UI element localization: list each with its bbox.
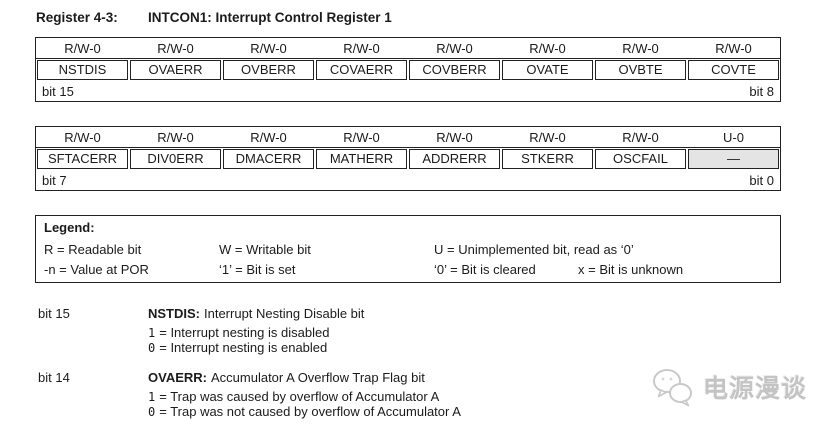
value-text: = Trap was caused by overflow of Accumul…: [159, 389, 440, 404]
bit-function-text: Interrupt Nesting Disable bit: [204, 306, 365, 321]
legend-bit-set: ‘1’ = Bit is set: [219, 262, 296, 277]
bit-value-0-meaning: 0= Interrupt nesting is enabled: [148, 340, 327, 355]
bit-name-cell: MATHERR: [316, 149, 407, 169]
legend-unimplemented-bit: U = Unimplemented bit, read as ‘0’: [434, 242, 634, 257]
legend-title: Legend:: [44, 220, 95, 235]
bit-type-cell: U-0: [723, 129, 744, 145]
bit-name-cell: ADDRERR: [409, 149, 500, 169]
bit-name-cell: OVBERR: [223, 60, 314, 80]
bit-type-cell: R/W-0: [250, 129, 287, 145]
bit-type-cell: R/W-0: [343, 129, 380, 145]
bit-description-heading: OVAERR:Accumulator A Overflow Trap Flag …: [148, 370, 425, 385]
value-text: = Trap was not caused by overflow of Acc…: [159, 404, 461, 419]
bit-name-cell: DMACERR: [223, 149, 314, 169]
bit-type-cell: R/W-0: [64, 129, 101, 145]
bit-name-cell: DIV0ERR: [130, 149, 221, 169]
bit-type-cell: R/W-0: [436, 129, 473, 145]
bit-name-cell: OSCFAIL: [595, 149, 686, 169]
bit-range-left-label: bit 7: [42, 172, 67, 188]
watermark-text: 电源漫谈: [703, 374, 808, 403]
bit-function-text: Accumulator A Overflow Trap Flag bit: [210, 370, 425, 385]
bit-mnemonic: OVAERR:: [148, 370, 207, 385]
bit-type-cell: R/W-0: [157, 129, 194, 145]
bit-type-cell: R/W-0: [436, 40, 473, 56]
value-digit: 0: [148, 341, 156, 355]
bit-type-row: R/W-0 R/W-0 R/W-0 R/W-0 R/W-0 R/W-0 R/W-…: [36, 127, 780, 148]
bit-range-row: bit 15 bit 8: [36, 81, 780, 101]
value-digit: 0: [148, 405, 156, 419]
bit-name-cell: OVATE: [502, 60, 593, 80]
legend-value-at-por: -n = Value at POR: [44, 262, 149, 277]
legend-readable-bit: R = Readable bit: [44, 242, 142, 257]
bit-mnemonic: NSTDIS:: [148, 306, 200, 321]
bit-description-heading: NSTDIS: Interrupt Nesting Disable bit: [148, 306, 364, 321]
wechat-watermark: 电源漫谈: [652, 366, 807, 408]
bit15-description: bit 15 NSTDIS: Interrupt Nesting Disable …: [38, 306, 758, 358]
value-digit: 1: [148, 326, 156, 340]
legend-bit-unknown: x = Bit is unknown: [578, 262, 684, 277]
register-table-high-byte: R/W-0 R/W-0 R/W-0 R/W-0 R/W-0 R/W-0 R/W-…: [35, 37, 781, 102]
wechat-logo-icon: [652, 366, 694, 408]
bit-type-cell: R/W-0: [250, 40, 287, 56]
legend-writable-bit: W = Writable bit: [219, 242, 311, 257]
value-text: = Interrupt nesting is enabled: [159, 340, 328, 355]
bit-name-cell: STKERR: [502, 149, 593, 169]
bit-name-cell: COVBERR: [409, 60, 500, 80]
bit-type-cell: R/W-0: [622, 129, 659, 145]
bit-name-cell: NSTDIS: [37, 60, 128, 80]
bit-type-cell: R/W-0: [343, 40, 380, 56]
bit-type-cell: R/W-0: [622, 40, 659, 56]
bit-name-cell: COVTE: [688, 60, 779, 80]
register-title: INTCON1: Interrupt Control Register 1: [148, 10, 392, 25]
legend-box: Legend: R = Readable bit W = Writable bi…: [35, 215, 781, 283]
bit-name-cell: SFTACERR: [37, 149, 128, 169]
bit-type-cell: R/W-0: [64, 40, 101, 56]
legend-bit-cleared: ‘0’ = Bit is cleared: [434, 262, 536, 277]
bit-range-right-label: bit 0: [749, 172, 774, 188]
bit-type-cell: R/W-0: [529, 129, 566, 145]
bit-number-label: bit 14: [38, 370, 70, 385]
bit-name-cell: OVAERR: [130, 60, 221, 80]
bit-type-row: R/W-0 R/W-0 R/W-0 R/W-0 R/W-0 R/W-0 R/W-…: [36, 38, 780, 59]
bit-range-left-label: bit 15: [42, 83, 74, 99]
bit-name-cell: OVBTE: [595, 60, 686, 80]
bit-name-row: SFTACERR DIV0ERR DMACERR MATHERR ADDRERR…: [36, 148, 780, 170]
bit-number-label: bit 15: [38, 306, 70, 321]
bit-name-cell: COVAERR: [316, 60, 407, 80]
register-table-low-byte: R/W-0 R/W-0 R/W-0 R/W-0 R/W-0 R/W-0 R/W-…: [35, 126, 781, 191]
bit-name-cell-unimplemented: —: [688, 149, 779, 169]
value-digit: 1: [148, 390, 156, 404]
bit-range-row: bit 7 bit 0: [36, 170, 780, 190]
bit-value-0-meaning: 0= Trap was not caused by overflow of Ac…: [148, 404, 461, 419]
bit-type-cell: R/W-0: [529, 40, 566, 56]
register-number-label: Register 4-3:: [36, 10, 118, 25]
bit-value-1-meaning: 1= Trap was caused by overflow of Accumu…: [148, 389, 439, 404]
bit-type-cell: R/W-0: [157, 40, 194, 56]
bit-value-1-meaning: 1= Interrupt nesting is disabled: [148, 325, 329, 340]
bit-type-cell: R/W-0: [715, 40, 752, 56]
bit-range-right-label: bit 8: [749, 83, 774, 99]
bit14-description: bit 14 OVAERR:Accumulator A Overflow Tra…: [38, 370, 758, 422]
value-text: = Interrupt nesting is disabled: [159, 325, 330, 340]
bit-name-row: NSTDIS OVAERR OVBERR COVAERR COVBERR OVA…: [36, 59, 780, 81]
